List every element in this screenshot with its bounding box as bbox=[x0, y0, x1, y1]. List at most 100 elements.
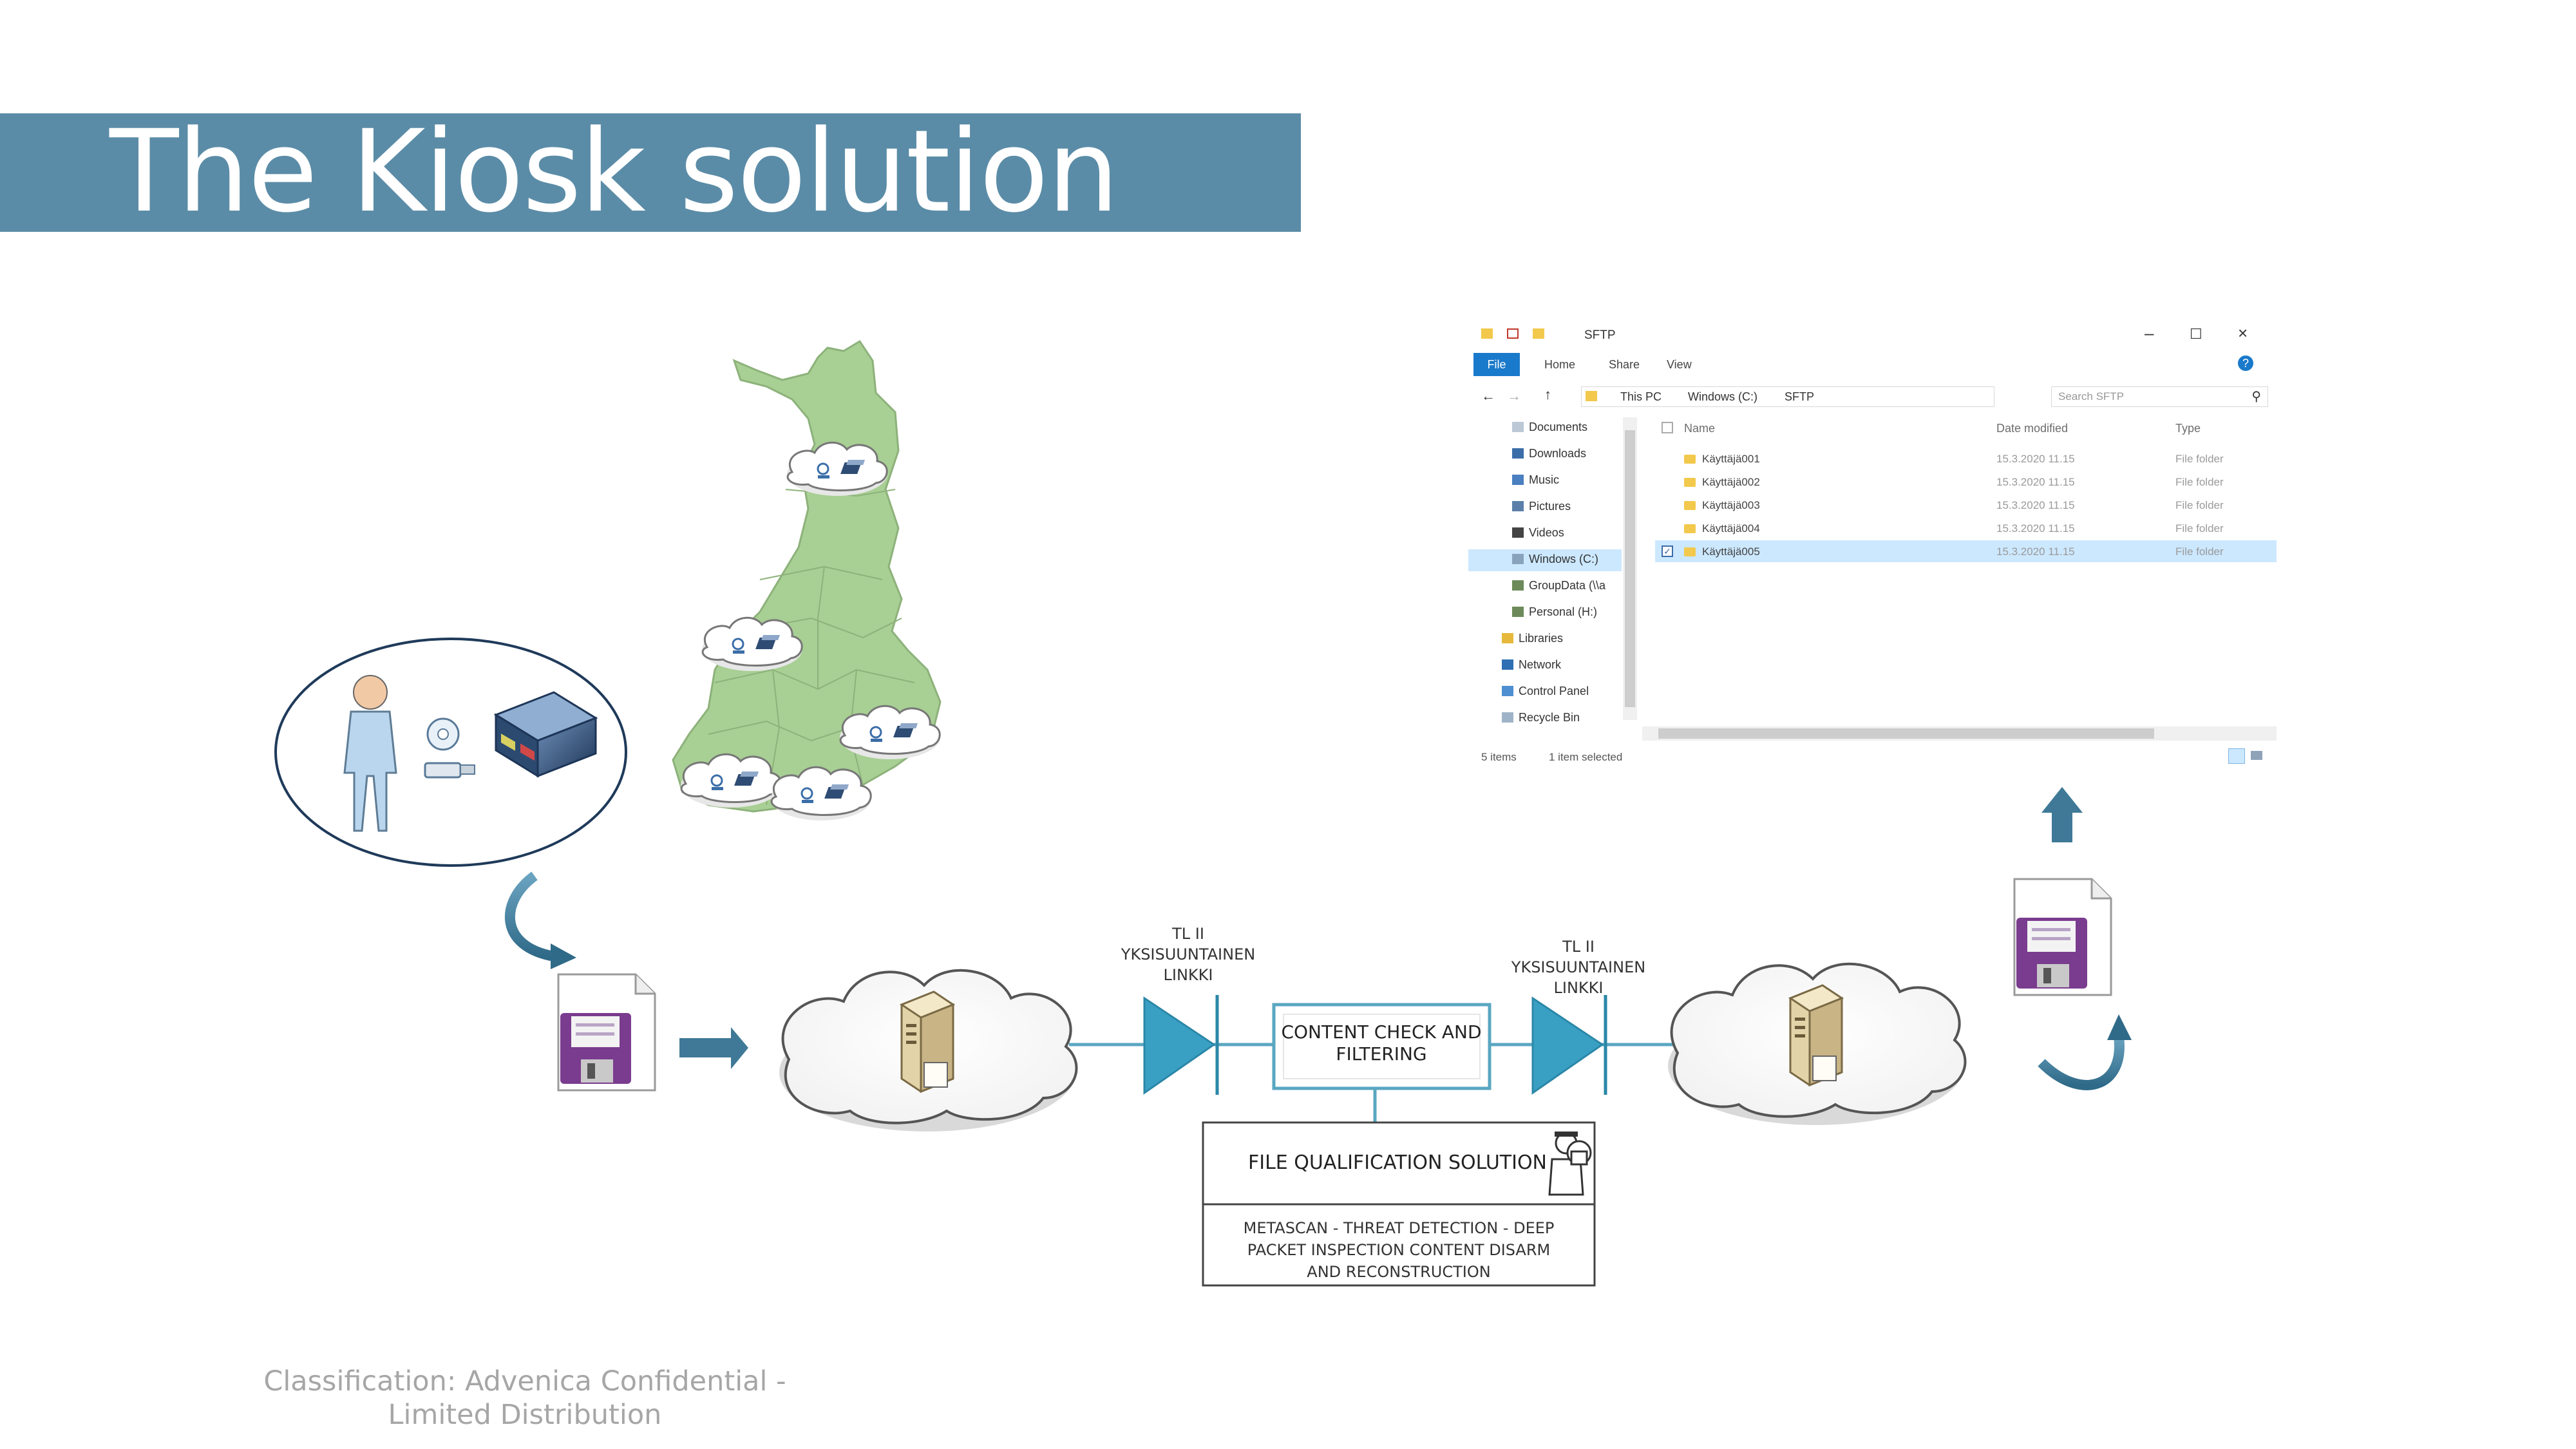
close-button[interactable]: × bbox=[2238, 323, 2248, 343]
row-checkbox-checked[interactable]: ✓ bbox=[1662, 545, 1673, 557]
svg-text:PACKET INSPECTION CONTENT DI: PACKET INSPECTION CONTENT DISARM bbox=[1247, 1241, 1550, 1259]
media-icon bbox=[424, 717, 475, 779]
control-panel-icon bbox=[1502, 686, 1513, 696]
svg-text:LINKKI: LINKKI bbox=[1164, 966, 1213, 984]
tab-share[interactable]: Share bbox=[1609, 358, 1640, 371]
network-icon bbox=[1502, 659, 1513, 670]
search-input[interactable]: Search SFTP ⚲ bbox=[2051, 386, 2268, 407]
network-cloud-north bbox=[786, 441, 889, 497]
link-label-left: TL II YKSISUUNTAINEN LINKKI bbox=[1121, 925, 1255, 984]
breadcrumb-sftp[interactable]: SFTP bbox=[1785, 390, 1815, 403]
nav-item-windows-c[interactable]: Windows (C:) bbox=[1468, 549, 1622, 571]
search-placeholder: Search SFTP bbox=[2058, 390, 2125, 402]
breadcrumb-windows[interactable]: Windows (C:) bbox=[1688, 390, 1758, 403]
nav-item-control-panel[interactable]: Control Panel bbox=[1502, 685, 1589, 698]
file-row-selected[interactable]: ✓ Käyttäjä005 15.3.2020 11.15 File folde… bbox=[1655, 540, 2277, 562]
arrow-up bbox=[2041, 787, 2083, 842]
network-cloud-southwest bbox=[679, 753, 782, 809]
nav-item-libraries[interactable]: Libraries bbox=[1502, 632, 1563, 645]
address-bar[interactable]: This PC Windows (C:) SFTP bbox=[1581, 386, 1994, 407]
folder-icon bbox=[1586, 391, 1597, 401]
tab-view[interactable]: View bbox=[1667, 358, 1692, 371]
server-icon-source bbox=[900, 990, 954, 1093]
folder-icon bbox=[1684, 478, 1696, 487]
tab-home[interactable]: Home bbox=[1544, 358, 1576, 371]
pictures-icon bbox=[1512, 501, 1524, 511]
address-row: ← → ↑ This PC Windows (C:) SFTP Search S… bbox=[1468, 383, 2277, 411]
svg-text:METASCAN - THREAT DETECTION -: METASCAN - THREAT DETECTION - DEEP bbox=[1244, 1219, 1555, 1237]
nav-item-groupdata[interactable]: GroupData (\\a bbox=[1512, 579, 1605, 592]
nav-item-music[interactable]: Music bbox=[1512, 473, 1559, 487]
content-scrollbar-thumb[interactable] bbox=[1658, 728, 2154, 739]
slide-title: The Kiosk solution bbox=[109, 106, 1119, 238]
nav-scrollbar-thumb[interactable] bbox=[1625, 430, 1635, 707]
nav-scrollbar[interactable] bbox=[1623, 417, 1637, 720]
breadcrumb-this-pc[interactable]: This PC bbox=[1620, 390, 1662, 403]
user-icon bbox=[343, 675, 397, 832]
link-label-right: TL II YKSISUUNTAINEN LINKKI bbox=[1511, 938, 1645, 997]
file-row[interactable]: Käyttäjä002 15.3.2020 11.15 File folder bbox=[1655, 471, 2277, 493]
server-icon-target bbox=[1789, 984, 1843, 1086]
svg-text:LINKKI: LINKKI bbox=[1554, 979, 1604, 997]
large-icons-view-icon[interactable] bbox=[2251, 751, 2262, 760]
content-check-box: CONTENT CHECK AND FILTERING bbox=[1272, 1003, 1492, 1090]
properties-icon[interactable] bbox=[1507, 328, 1519, 339]
content-scrollbar[interactable] bbox=[1642, 726, 2277, 741]
network-cloud-south bbox=[770, 766, 873, 822]
folder-icon bbox=[1684, 455, 1696, 464]
diode-left-icon bbox=[1143, 996, 1216, 1095]
file-row[interactable]: Käyttäjä001 15.3.2020 11.15 File folder bbox=[1655, 448, 2277, 469]
ribbon: File Home Share View ? bbox=[1468, 353, 2277, 376]
curved-arrow-down bbox=[504, 871, 555, 961]
tab-file[interactable]: File bbox=[1473, 353, 1520, 376]
select-all-checkbox[interactable] bbox=[1662, 422, 1673, 433]
network-cloud-west bbox=[701, 616, 804, 672]
status-selected: 1 item selected bbox=[1549, 751, 1623, 763]
nav-item-videos[interactable]: Videos bbox=[1512, 526, 1564, 540]
forward-icon[interactable]: → bbox=[1507, 388, 1521, 404]
file-list: Name Date modified Type Käyttäjä001 15.3… bbox=[1655, 414, 2277, 717]
help-icon[interactable]: ? bbox=[2238, 355, 2253, 371]
kiosk-device-icon bbox=[493, 691, 598, 778]
search-icon[interactable]: ⚲ bbox=[2251, 390, 2261, 404]
window-title: SFTP bbox=[1584, 328, 1616, 342]
file-document-left bbox=[557, 973, 656, 1092]
file-document-right bbox=[2013, 878, 2112, 996]
nav-item-documents[interactable]: Documents bbox=[1512, 421, 1587, 434]
svg-text:TL II: TL II bbox=[1562, 938, 1595, 956]
maximize-button[interactable]: ☐ bbox=[2190, 326, 2202, 342]
svg-text:YKSISUUNTAINEN: YKSISUUNTAINEN bbox=[1511, 958, 1645, 976]
network-drive-icon bbox=[1512, 580, 1524, 591]
svg-text:TL II: TL II bbox=[1171, 925, 1204, 943]
new-folder-icon[interactable] bbox=[1533, 328, 1544, 339]
file-row[interactable]: Käyttäjä003 15.3.2020 11.15 File folder bbox=[1655, 494, 2277, 516]
folder-icon bbox=[1684, 524, 1696, 533]
column-date[interactable]: Date modified bbox=[1996, 422, 2069, 435]
nav-item-network[interactable]: Network bbox=[1502, 658, 1561, 672]
file-qualification-box: FILE QUALIFICATION SOLUTION METASCAN - T… bbox=[1202, 1121, 1596, 1287]
fqs-details: METASCAN - THREAT DETECTION - DEEP PACKE… bbox=[1244, 1219, 1555, 1281]
nav-item-downloads[interactable]: Downloads bbox=[1512, 447, 1586, 460]
folder-icon bbox=[1481, 328, 1493, 339]
nav-item-recycle-bin[interactable]: Recycle Bin bbox=[1502, 711, 1580, 724]
minimize-button[interactable]: – bbox=[2145, 323, 2154, 343]
folder-icon bbox=[1684, 501, 1696, 510]
fqs-title: FILE QUALIFICATION SOLUTION bbox=[1248, 1151, 1547, 1174]
navigation-pane: Documents Downloads Music Pictures Video… bbox=[1468, 414, 1636, 724]
back-icon[interactable]: ← bbox=[1481, 388, 1495, 404]
nav-item-pictures[interactable]: Pictures bbox=[1512, 500, 1571, 513]
download-icon bbox=[1512, 448, 1524, 459]
nav-item-personal[interactable]: Personal (H:) bbox=[1512, 605, 1597, 619]
file-explorer-window[interactable]: SFTP – ☐ × File Home Share View ? ← → ↑ … bbox=[1468, 321, 2277, 778]
title-bar bbox=[0, 113, 1301, 232]
column-type[interactable]: Type bbox=[2175, 422, 2201, 435]
svg-text:CONTENT CHECK AND: CONTENT CHECK AND bbox=[1281, 1021, 1481, 1043]
folder-icon bbox=[1684, 547, 1696, 556]
svg-text:YKSISUUNTAINEN: YKSISUUNTAINEN bbox=[1121, 945, 1255, 963]
classification-footer: Classification: Advenica Confidential - … bbox=[263, 1365, 786, 1431]
up-icon[interactable]: ↑ bbox=[1544, 386, 1551, 402]
column-name[interactable]: Name bbox=[1684, 422, 1716, 435]
documents-icon bbox=[1512, 422, 1524, 432]
file-row[interactable]: Käyttäjä004 15.3.2020 11.15 File folder bbox=[1655, 517, 2277, 539]
details-view-icon[interactable] bbox=[2228, 748, 2245, 764]
